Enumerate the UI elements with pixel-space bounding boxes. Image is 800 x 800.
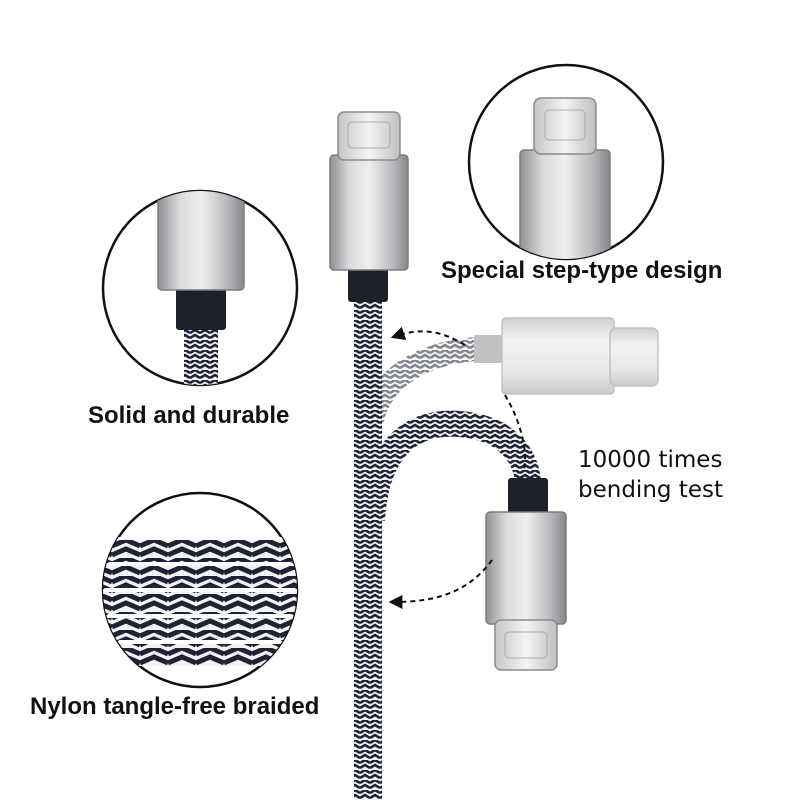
detail-circle-step-design bbox=[467, 63, 665, 261]
detail-circle-nylon-braid bbox=[101, 491, 299, 689]
curved-arrow-icon bbox=[390, 326, 526, 471]
usb-c-connector-icon bbox=[501, 317, 659, 395]
usb-c-connector-icon bbox=[485, 511, 567, 671]
braided-cable-icon bbox=[103, 540, 297, 562]
main-strain-relief bbox=[348, 268, 388, 302]
ghost-bent-cable bbox=[360, 317, 659, 423]
usb-c-connector-icon bbox=[519, 97, 611, 259]
label-bending-line2: bending test bbox=[578, 477, 723, 503]
main-cable bbox=[329, 111, 409, 800]
bent-cable bbox=[359, 410, 567, 671]
label-solid-durable: Solid and durable bbox=[88, 402, 290, 429]
bent-strain-relief bbox=[508, 478, 548, 514]
label-bending-line1: 10000 times bbox=[578, 447, 723, 473]
detail-circle-solid-durable bbox=[101, 189, 299, 387]
curved-arrow-icon bbox=[388, 559, 493, 609]
usb-c-connector-icon bbox=[157, 191, 245, 291]
main-cable-braid bbox=[354, 296, 382, 800]
label-nylon-braided: Nylon tangle-free braided bbox=[30, 693, 320, 720]
label-step-design: Special step-type design bbox=[441, 257, 723, 284]
usb-c-connector-icon bbox=[329, 111, 409, 271]
